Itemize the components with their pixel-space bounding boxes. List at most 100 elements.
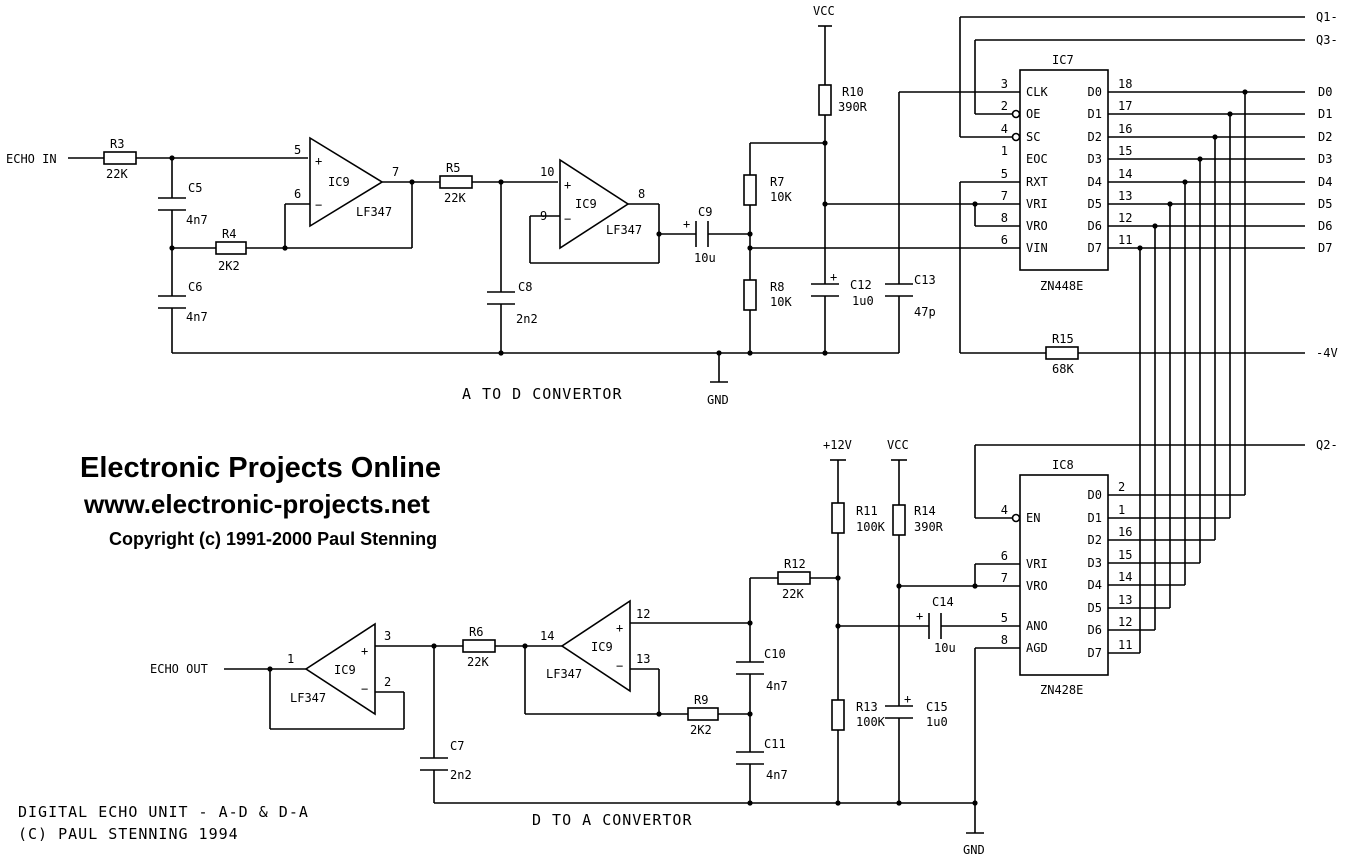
resistor-r11 [831, 502, 845, 534]
svg-text:−: − [315, 198, 322, 212]
ic7-pin-name: RXT [1026, 175, 1048, 189]
opamp-c: +− IC9 LF347 12 13 14 [540, 599, 650, 693]
ic7-pin-name: D5 [1088, 197, 1102, 211]
dac-junctions [267, 575, 978, 806]
r4-ref: R4 [222, 227, 236, 241]
ic7-pin-number: 5 [1001, 167, 1008, 181]
ic7-type: ZN448E [1040, 279, 1083, 293]
opamp-d-ref: IC9 [334, 663, 356, 677]
ic8-type: ZN428E [1040, 683, 1083, 697]
ic8-pin-name: VRO [1026, 579, 1048, 593]
c12-ref: C12 [850, 278, 872, 292]
capacitor-c7 [420, 757, 448, 771]
svg-text:+: + [916, 609, 923, 623]
c13-ref: C13 [914, 273, 936, 287]
ic7-pin-name: OE [1026, 107, 1040, 121]
net-vcc-dac: VCC [887, 438, 909, 452]
r10-val: 390R [838, 100, 868, 114]
c15-val: 1u0 [926, 715, 948, 729]
ic7-pin-name: D0 [1088, 85, 1102, 99]
resistor-r10 [818, 84, 832, 116]
opamp-a-ref: IC9 [328, 175, 350, 189]
c11-ref: C11 [764, 737, 786, 751]
dac-wires [224, 444, 1305, 834]
opamp-a-type: LF347 [356, 205, 392, 219]
ic8-pin-number: 7 [1001, 571, 1008, 585]
r5-val: 22K [444, 191, 466, 205]
ic7-pin-number: 14 [1118, 167, 1132, 181]
ic8-pin-number: 13 [1118, 593, 1132, 607]
svg-text:+: + [315, 154, 322, 168]
net-plus12: +12V [823, 438, 852, 452]
title-line1: DIGITAL ECHO UNIT - A-D & D-A [18, 803, 309, 821]
net-d6: D6 [1318, 219, 1332, 233]
ic7-chip: IC7 ZN448E CLK3OE2SC4EOC1RXT5VRI7VRO8VIN… [1001, 53, 1133, 293]
net-d0: D0 [1318, 85, 1332, 99]
c14-ref: C14 [932, 595, 954, 609]
capacitor-c5 [158, 197, 186, 211]
ic7-pin-number: 16 [1118, 122, 1132, 136]
capacitor-c15: + [885, 692, 913, 719]
opamp-c-pin: 13 [636, 652, 650, 666]
ic7-pin-number: 11 [1118, 233, 1132, 247]
net-d5: D5 [1318, 197, 1332, 211]
svg-text:+: + [616, 621, 623, 635]
ic7-pin-name: D4 [1088, 175, 1102, 189]
r7-val: 10K [770, 190, 792, 204]
r14-ref: R14 [914, 504, 936, 518]
resistor-r8 [743, 279, 757, 311]
ic8-pin-number: 14 [1118, 570, 1132, 584]
r13-ref: R13 [856, 700, 878, 714]
section-adc: A TO D CONVERTOR [462, 385, 623, 403]
adc-capacitors: + + [158, 197, 913, 309]
ic7-pin-name: VRI [1026, 197, 1048, 211]
ic7-pin-number: 13 [1118, 189, 1132, 203]
opamp-b-pin: 8 [638, 187, 645, 201]
svg-text:−: − [564, 212, 571, 226]
r14-val: 390R [914, 520, 944, 534]
ic7-pin-number: 17 [1118, 99, 1132, 113]
site-url[interactable]: www.electronic-projects.net [83, 489, 430, 519]
ic8-pin-name: D2 [1088, 533, 1102, 547]
ic8-pin-name: D1 [1088, 511, 1102, 525]
opamp-b-pin: 10 [540, 165, 554, 179]
opamp-d-type: LF347 [290, 691, 326, 705]
c5-val: 4n7 [186, 213, 208, 227]
resistor-r4 [215, 241, 247, 255]
c10-val: 4n7 [766, 679, 788, 693]
section-dac: D TO A CONVERTOR [532, 811, 693, 829]
dac-resistors [462, 502, 906, 731]
ic7-pin-name: VRO [1026, 219, 1048, 233]
dac-capacitors: + + [420, 609, 942, 771]
capacitor-c10 [736, 661, 764, 675]
adc-wires [68, 16, 1305, 383]
ic7-pin-number: 6 [1001, 233, 1008, 247]
ic7-pin-name: VIN [1026, 241, 1048, 255]
c7-ref: C7 [450, 739, 464, 753]
net-q1: Q1- [1316, 10, 1338, 24]
r9-val: 2K2 [690, 723, 712, 737]
opamp-b-type: LF347 [606, 223, 642, 237]
c12-val: 1u0 [852, 294, 874, 308]
data-bus [1108, 89, 1305, 654]
ic8-pin-name: D7 [1088, 646, 1102, 660]
adc-junctions [169, 140, 978, 356]
title-line2: (C) PAUL STENNING 1994 [18, 825, 239, 843]
ic8-pin-name: D3 [1088, 556, 1102, 570]
adc-labels: ECHO IN VCC GND -4V Q1- Q3- A TO D CONVE… [6, 4, 1338, 407]
copyright: Copyright (c) 1991-2000 Paul Stenning [109, 529, 437, 549]
r11-ref: R11 [856, 504, 878, 518]
ic8-pin-name: D0 [1088, 488, 1102, 502]
svg-text:−: − [616, 659, 623, 673]
resistor-r13 [831, 699, 845, 731]
c8-ref: C8 [518, 280, 532, 294]
r6-val: 22K [467, 655, 489, 669]
r12-ref: R12 [784, 557, 806, 571]
site-name: Electronic Projects Online [80, 452, 441, 484]
ic8-pin-name: D5 [1088, 601, 1102, 615]
c6-ref: C6 [188, 280, 202, 294]
opamp-a-pin: 6 [294, 187, 301, 201]
net-q3: Q3- [1316, 33, 1338, 47]
